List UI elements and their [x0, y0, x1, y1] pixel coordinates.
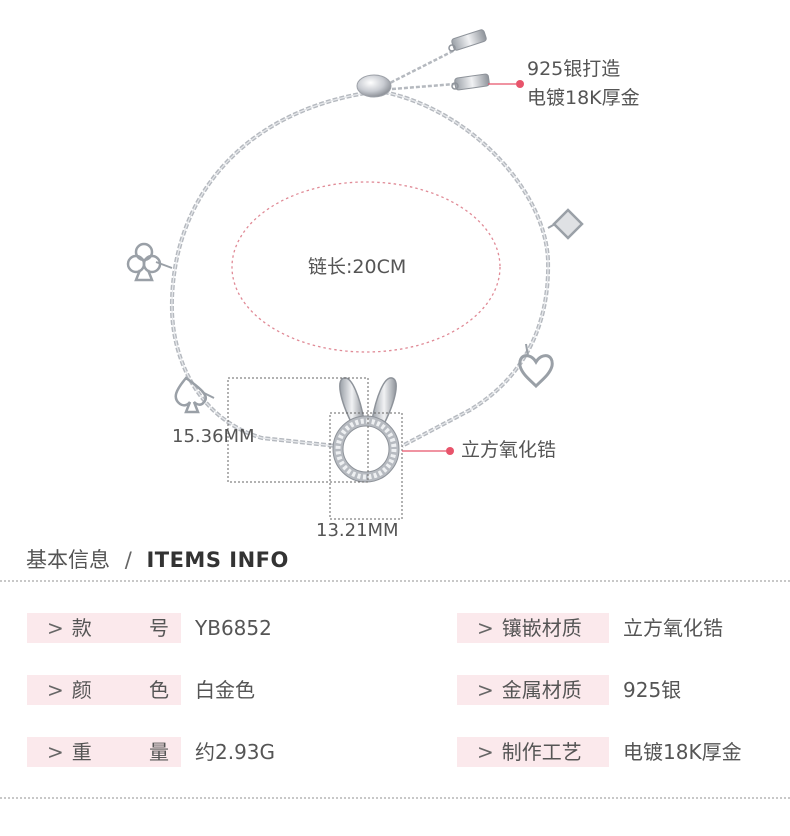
spec-value: 电镀18K厚金 [623, 740, 742, 764]
spec-row-weight: >重量 约2.93G [27, 737, 427, 767]
divider-top [0, 580, 790, 582]
product-illustration: 925银打造 电镀18K厚金 立方氧化锆 链长:20CM 15.36MM 13.… [126, 29, 640, 541]
spec-row-craft: >制作工艺 电镀18K厚金 [457, 737, 787, 767]
bracelet-image [126, 29, 584, 520]
spec-label: >重量 [27, 737, 181, 767]
section-title-separator: / [124, 548, 132, 572]
height-dimension-label: 13.21MM [316, 520, 399, 541]
spec-label: >镶嵌材质 [457, 613, 609, 643]
section-title-en: ITEMS INFO [146, 548, 289, 572]
spec-row-item-number: >款号 YB6852 [27, 613, 427, 643]
material-callout-line1: 925银打造 [527, 58, 621, 80]
spec-label: >款号 [27, 613, 181, 643]
rabbit-pendant [332, 377, 400, 483]
chain-length-oval [231, 181, 501, 353]
spec-value: 立方氧化锆 [623, 616, 723, 640]
chain-length-label: 链长:20CM [308, 256, 407, 278]
spec-label: >制作工艺 [457, 737, 609, 767]
section-title-cn: 基本信息 [26, 548, 110, 572]
spec-value: 白金色 [195, 678, 255, 702]
club-charm [126, 242, 173, 282]
spec-value: 925银 [623, 678, 682, 702]
divider-bottom [0, 797, 790, 799]
section-title: 基本信息 / ITEMS INFO [26, 544, 289, 574]
material-callout-line2: 电镀18K厚金 [527, 87, 640, 109]
spec-label: >金属材质 [457, 675, 609, 705]
width-dimension-box [227, 377, 369, 483]
slider-bead [356, 74, 392, 98]
heart-charm [518, 343, 554, 389]
spade-charm [174, 376, 215, 414]
spec-row-inlay-material: >镶嵌材质 立方氧化锆 [457, 613, 787, 643]
width-dimension-label: 15.36MM [172, 426, 255, 447]
spec-row-metal-material: >金属材质 925银 [457, 675, 787, 705]
stone-callout: 立方氧化锆 [461, 439, 557, 461]
end-cap-upper [448, 29, 487, 52]
spec-value: YB6852 [195, 616, 272, 640]
end-cap-lower [451, 73, 490, 91]
spec-row-color: >颜色 白金色 [27, 675, 427, 705]
spec-value: 约2.93G [195, 740, 276, 764]
height-dimension-box [329, 412, 403, 520]
spec-label: >颜色 [27, 675, 181, 705]
diamond-charm [547, 208, 584, 240]
